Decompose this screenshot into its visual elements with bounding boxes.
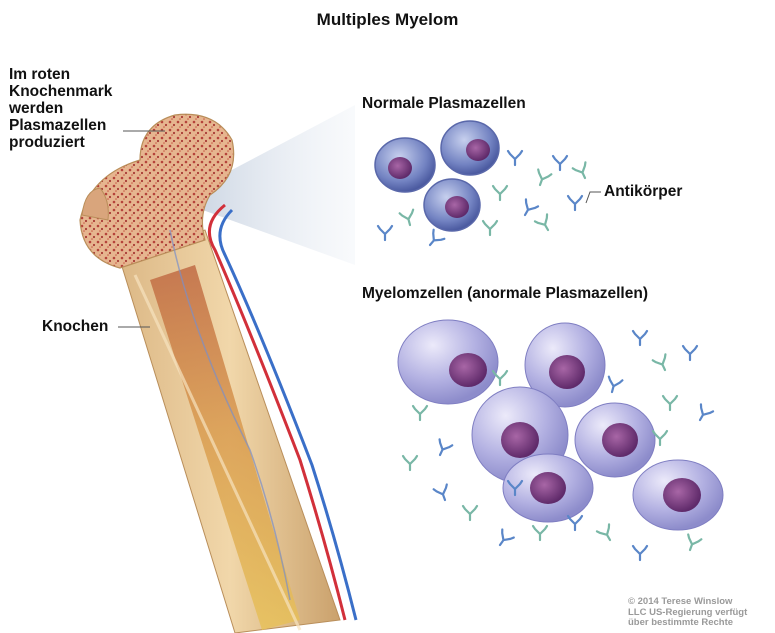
- antibody-label: Antikörper: [604, 183, 682, 200]
- copyright-line: über bestimmte Rechte: [628, 618, 747, 629]
- marrow-label-line: Knochenmark: [9, 83, 112, 100]
- diagram-title: Multiples Myelom: [0, 11, 775, 28]
- myeloma-cells: [398, 320, 723, 530]
- copyright-line: © 2014 Terese Winslow: [628, 597, 747, 608]
- marrow-label-line: werden: [9, 100, 112, 117]
- marrow-label-line: Im roten: [9, 66, 112, 83]
- marrow-label: Im roten Knochenmark werden Plasmazellen…: [9, 66, 112, 151]
- normal-cells-title: Normale Plasmazellen: [362, 95, 526, 112]
- myeloma-cells-title: Myelomzellen (anormale Plasmazellen): [362, 285, 648, 302]
- antibody-leader-line: [586, 192, 601, 203]
- marrow-label-line: produziert: [9, 134, 112, 151]
- copyright-notice: © 2014 Terese Winslow LLC US-Regierung v…: [628, 597, 747, 629]
- bone-label: Knochen: [42, 318, 108, 335]
- normal-plasma-cells: [375, 121, 499, 231]
- marrow-label-line: Plasmazellen: [9, 117, 112, 134]
